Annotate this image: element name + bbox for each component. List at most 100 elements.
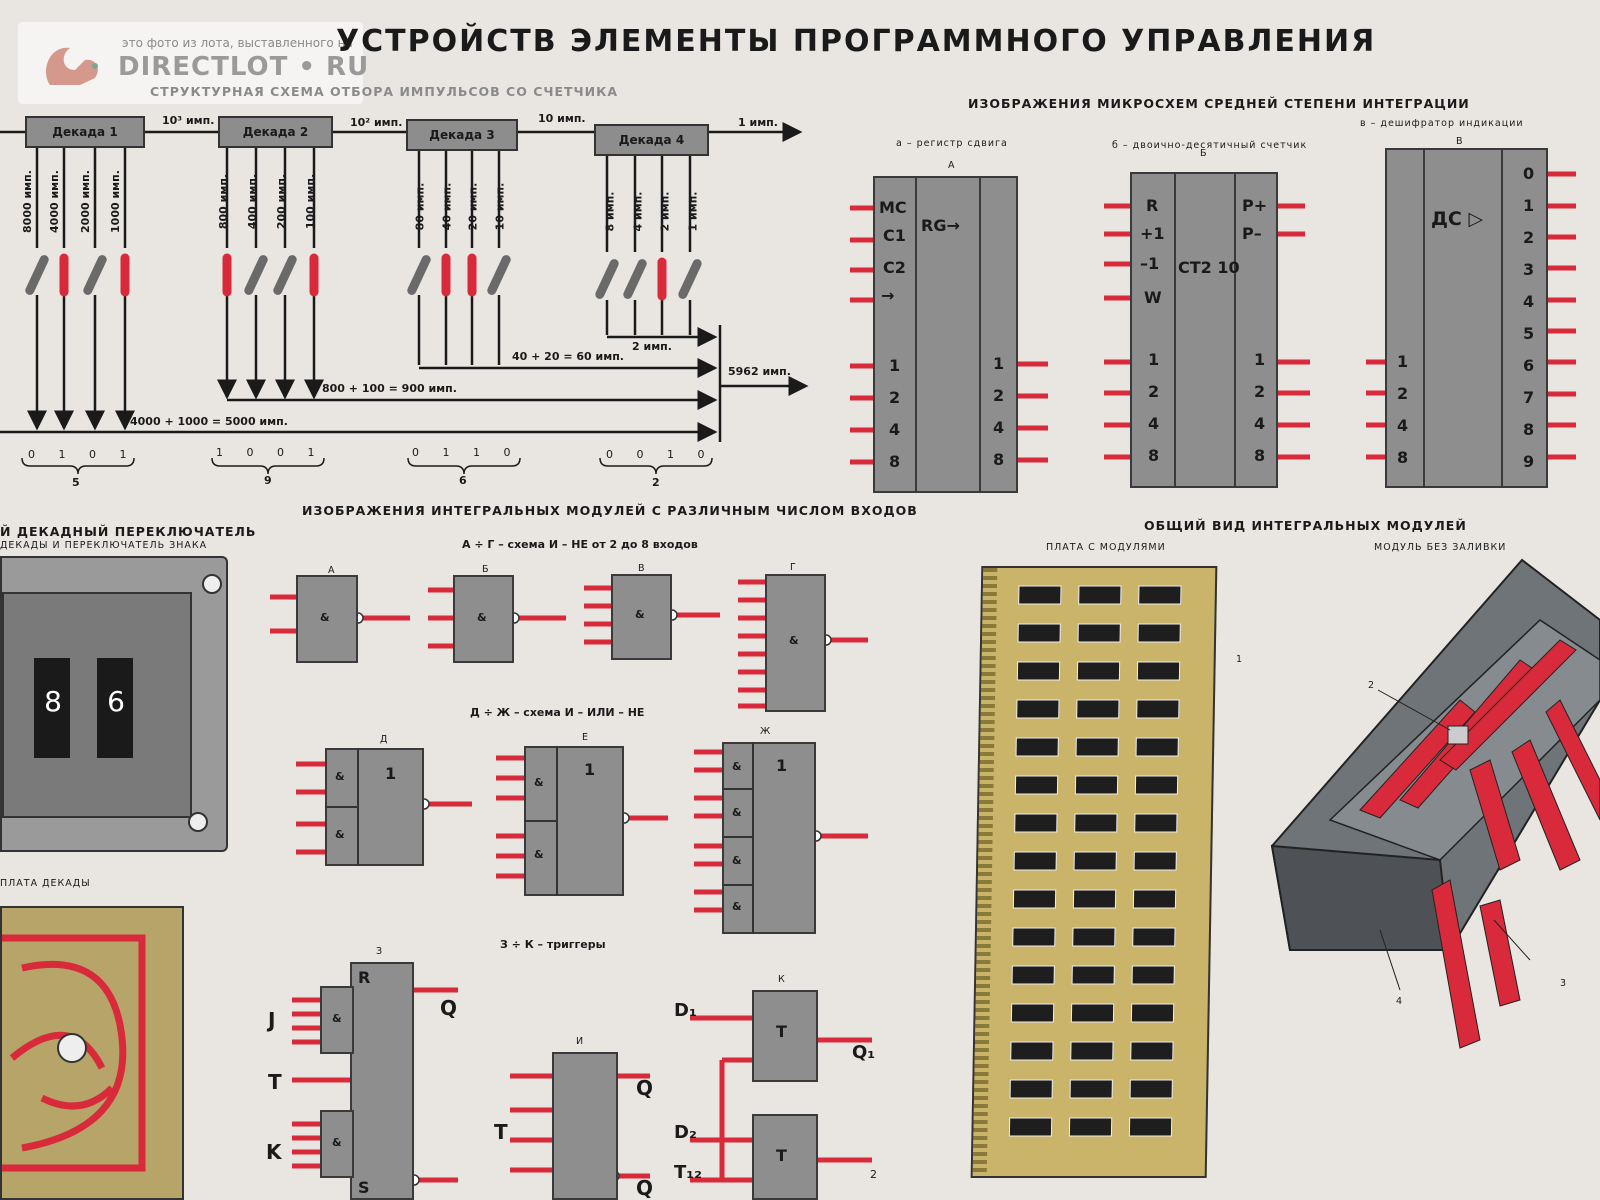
d-trigger-2: T bbox=[752, 1114, 818, 1200]
trigger-symbol: T bbox=[776, 1146, 787, 1165]
digit-decade-3: 6 bbox=[459, 474, 467, 487]
nand-gate-2-input: & bbox=[296, 575, 358, 663]
chip-a-caption: а – регистр сдвига bbox=[896, 138, 1008, 149]
pin-label: 9 bbox=[1523, 452, 1535, 471]
decade-switch-illustration: 8 6 bbox=[0, 556, 228, 852]
and-symbol: & bbox=[635, 608, 645, 621]
pin-label: 8 bbox=[993, 450, 1005, 469]
sum-decade-1: 4000 + 1000 = 5000 имп. bbox=[130, 415, 288, 428]
pin-label: 3 bbox=[1523, 260, 1535, 279]
gate-letter-zh: Ж bbox=[760, 726, 772, 737]
chip-b-letter: Б bbox=[1200, 148, 1208, 159]
decade-3-box: Декада 3 bbox=[406, 119, 518, 151]
sum-decade-4: 2 имп. bbox=[632, 340, 672, 353]
or-symbol: 1 bbox=[584, 760, 596, 779]
nand-gate-3-input: & bbox=[453, 575, 514, 663]
pulses-after-decade-1: 10³ имп. bbox=[162, 114, 215, 127]
q-output-label: Q bbox=[440, 996, 458, 1020]
switch-heading: Й ДЕКАДНЫЙ ПЕРЕКЛЮЧАТЕЛЬ bbox=[0, 524, 257, 539]
chip-function-label: ДС ▷ bbox=[1431, 208, 1484, 230]
pin-label: 4 bbox=[1254, 414, 1266, 433]
pin-label: 8 bbox=[1148, 446, 1160, 465]
pin-label: 2 bbox=[1148, 382, 1160, 401]
and-or-nand-gate-4x2: & & & & 1 bbox=[722, 742, 816, 934]
micro-heading: ИЗОБРАЖЕНИЯ МИКРОСХЕМ СРЕДНЕЙ СТЕПЕНИ ИН… bbox=[968, 96, 1470, 111]
board-traces bbox=[2, 934, 146, 1172]
k-and-block: & bbox=[320, 1110, 354, 1178]
pin-label: 8 bbox=[1254, 446, 1266, 465]
jk-trigger: R S bbox=[350, 962, 414, 1200]
trigger-number: 2 bbox=[870, 1168, 878, 1181]
q1-output-label: Q₁ bbox=[852, 1042, 876, 1063]
and-symbol: & bbox=[335, 770, 345, 783]
general-heading: ОБЩИЙ ВИД ИНТЕГРАЛЬНЫХ МОДУЛЕЙ bbox=[1144, 518, 1467, 533]
indicator-decoder-chip: 1 2 4 8 ДС ▷ 0 1 2 3 4 5 6 7 8 9 bbox=[1385, 148, 1548, 488]
pulses-after-decade-3: 10 имп. bbox=[538, 112, 586, 125]
pin-label: +1 bbox=[1140, 224, 1165, 243]
chip-b-caption: б – двоично-десятичный счетчик bbox=[1112, 140, 1308, 151]
switch-digit: 8 bbox=[38, 682, 68, 722]
pin-label: R bbox=[1146, 196, 1159, 215]
t12-input-label: T₁₂ bbox=[674, 1162, 703, 1183]
pin-label: 1 bbox=[1523, 196, 1535, 215]
watermark-panel bbox=[18, 22, 363, 104]
pin-label: P+ bbox=[1242, 196, 1268, 215]
digit-decade-2: 9 bbox=[264, 474, 272, 487]
k-input-label: K bbox=[266, 1140, 282, 1164]
pin-label: 1 bbox=[1148, 350, 1160, 369]
gate-letter-b: Б bbox=[482, 564, 490, 575]
and-symbol: & bbox=[320, 611, 330, 624]
pin-label: C2 bbox=[883, 258, 906, 277]
digit-decade-4: 2 bbox=[652, 476, 660, 489]
code-decade-2: 1 0 0 1 bbox=[216, 446, 325, 459]
t-input-label: T bbox=[494, 1120, 508, 1144]
and-symbol: & bbox=[332, 1012, 342, 1025]
module-callout-4: 4 bbox=[1396, 996, 1404, 1007]
decade-4-box: Декада 4 bbox=[594, 124, 709, 156]
pin-label: 2 bbox=[993, 386, 1005, 405]
and-symbol: & bbox=[335, 828, 345, 841]
nand-caption: А ÷ Г – схема И – НЕ от 2 до 8 входов bbox=[462, 538, 698, 551]
board-caption: ПЛАТА С МОДУЛЯМИ bbox=[1046, 542, 1166, 553]
reset-label: R bbox=[358, 968, 371, 987]
trigger-letter-z: З bbox=[376, 946, 384, 957]
pin-label: 1 bbox=[993, 354, 1005, 373]
andor-caption: Д ÷ Ж – схема И – ИЛИ – НЕ bbox=[470, 706, 645, 719]
sum-decade-3: 40 + 20 = 60 имп. bbox=[512, 350, 624, 363]
trigger-caption: З ÷ К – триггеры bbox=[500, 938, 606, 951]
pin-label: 4 bbox=[1523, 292, 1535, 311]
squirrel-logo-icon bbox=[46, 47, 98, 85]
pulses-after-decade-2: 10² имп. bbox=[350, 116, 403, 129]
pin-label: –1 bbox=[1140, 254, 1160, 273]
trigger-letter-k: К bbox=[778, 974, 786, 985]
decade-board-heading: ПЛАТА ДЕКАДЫ bbox=[0, 878, 91, 889]
watermark-logo-text: DIRECTLOT • RU bbox=[118, 52, 370, 82]
pin-label: 4 bbox=[889, 420, 901, 439]
pin-label: C1 bbox=[883, 226, 906, 245]
pin-label: 2 bbox=[889, 388, 901, 407]
gate-letter-a: А bbox=[328, 565, 336, 576]
gate-letter-v: В bbox=[638, 563, 646, 574]
or-symbol: 1 bbox=[385, 764, 397, 783]
pin-label: 5 bbox=[1523, 324, 1535, 343]
and-symbol: & bbox=[534, 848, 544, 861]
total-pulses: 5962 имп. bbox=[728, 365, 791, 378]
and-symbol: & bbox=[477, 611, 487, 624]
pin-label: 1 bbox=[889, 356, 901, 375]
module-callout-3: 3 bbox=[1560, 978, 1568, 989]
gate-letter-g: Г bbox=[790, 562, 797, 573]
shift-register-chip: MC C1 C2 → 1 2 4 8 RG→ 1 2 4 8 bbox=[873, 176, 1018, 493]
pin-label: 2 bbox=[1254, 382, 1266, 401]
trigger-letter-i: И bbox=[576, 1036, 585, 1047]
gate-letter-e: Е bbox=[582, 732, 590, 743]
decade-board-illustration bbox=[0, 906, 184, 1200]
switch-digit: 6 bbox=[101, 682, 131, 722]
module-callout-2: 2 bbox=[1368, 680, 1376, 691]
and-symbol: & bbox=[534, 776, 544, 789]
modules-heading: ИЗОБРАЖЕНИЯ ИНТЕГРАЛЬНЫХ МОДУЛЕЙ С РАЗЛИ… bbox=[302, 503, 918, 518]
code-decade-4: 0 0 1 0 bbox=[606, 448, 715, 461]
j-input-label: J bbox=[268, 1008, 276, 1032]
and-or-nand-gate-2x3: & & 1 bbox=[524, 746, 624, 896]
